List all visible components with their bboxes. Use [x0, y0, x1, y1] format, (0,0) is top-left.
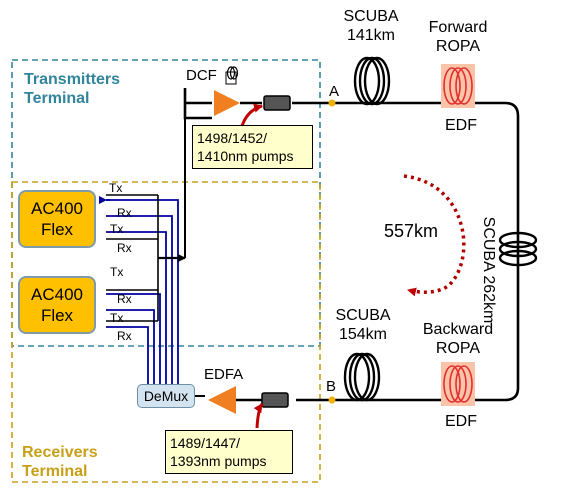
forward-ropa-icon: [441, 64, 475, 108]
demux-box: DeMux: [137, 384, 195, 408]
point-b-marker: [328, 396, 336, 404]
loop-direction-arrow: [403, 174, 466, 297]
point-b-label: B: [326, 378, 337, 395]
tx-label: Tx: [110, 311, 124, 325]
backward-ropa-icon: [441, 362, 475, 406]
dcf-label: DCF: [186, 67, 217, 84]
point-a-marker: [328, 99, 336, 107]
booster-amplifier: [214, 90, 240, 116]
receivers-terminal-title: Receivers Terminal: [22, 444, 98, 480]
tx-label: Tx: [109, 181, 123, 195]
rx-label: Rx: [117, 292, 132, 306]
dcf-spool-icon: [225, 66, 239, 85]
rx-label: Rx: [117, 206, 132, 220]
edfa-label: EDFA: [204, 366, 244, 383]
backward-pump-arrow: [253, 403, 264, 429]
rx-label: Rx: [117, 329, 132, 343]
backward-ropa-label: Backward ROPA: [422, 321, 494, 357]
rx-label: Rx: [117, 241, 132, 255]
loop-length-label: 557km: [384, 221, 439, 241]
scuba-141-label: SCUBA 141km: [343, 8, 399, 44]
transceiver-ac400-flex-2: AC400 Flex: [18, 276, 96, 334]
backward-pumps-box: 1489/1447/ 1393nm pumps: [165, 430, 293, 474]
receivers-terminal-frame: [11, 181, 321, 483]
rx-wiring: [99, 196, 179, 384]
transmitters-terminal-title: Transmitters Terminal: [24, 71, 121, 107]
forward-ropa-label: Forward ROPA: [428, 19, 488, 55]
tx-label: Tx: [110, 265, 124, 279]
edfa-amplifier: [208, 386, 236, 414]
transceiver-ac400-flex-1: AC400 Flex: [18, 190, 96, 248]
scuba-154-label: SCUBA 154km: [335, 307, 391, 343]
backward-edf-label: EDF: [445, 413, 477, 430]
scuba-262-label: SCUBA 262km: [480, 216, 497, 324]
scuba-141-coil-icon: [353, 56, 391, 106]
forward-edf-label: EDF: [445, 117, 477, 134]
forward-pumps-box: 1498/1452/ 1410nm pumps: [192, 125, 313, 169]
tx-wiring: [106, 194, 186, 322]
point-a-label: A: [329, 83, 340, 100]
backward-isolator: [261, 392, 289, 408]
scuba-262-coil-icon: [498, 231, 538, 267]
tx-label: Tx: [110, 222, 124, 236]
forward-isolator: [263, 95, 291, 111]
scuba-154-coil-icon: [343, 352, 381, 402]
